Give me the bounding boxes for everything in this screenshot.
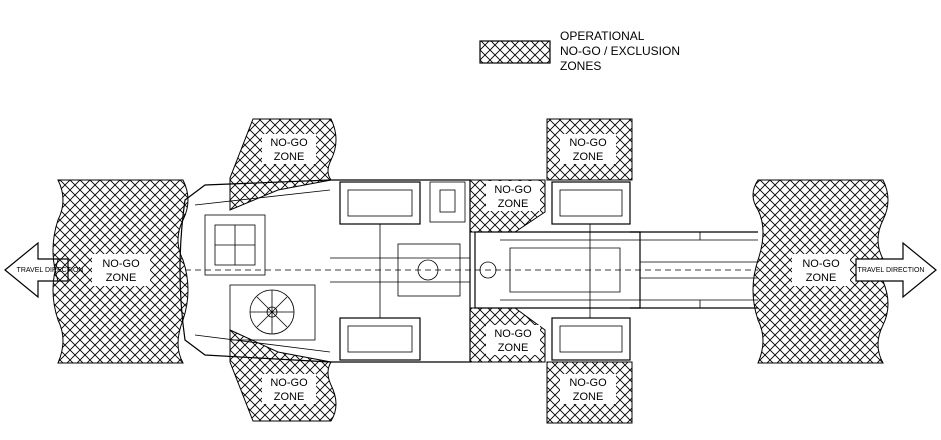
zone-top-front-label-2: ZONE: [573, 151, 604, 163]
zone-bottom-rear-label-2: ZONE: [274, 391, 305, 403]
no-go-zone-right: NO-GO ZONE: [752, 179, 889, 364]
no-go-zone-bottom-rear: NO-GO ZONE: [229, 329, 337, 422]
zone-top-mid-label-1: NO-GO: [494, 184, 532, 196]
zone-left-label-2: ZONE: [106, 272, 137, 284]
no-go-zone-left: NO-GO ZONE: [52, 179, 189, 364]
no-go-zone-top-rear: NO-GO ZONE: [229, 118, 337, 211]
zone-top-rear-label-2: ZONE: [274, 151, 305, 163]
legend-line-3: ZONES: [560, 59, 601, 73]
zone-bottom-front-label-2: ZONE: [573, 391, 604, 403]
zone-left-label-1: NO-GO: [102, 258, 140, 270]
no-go-zone-bottom-front: NO-GO ZONE: [546, 361, 633, 424]
travel-direction-label-right: TRAVEL DIRECTION: [858, 267, 925, 274]
legend: OPERATIONAL NO-GO / EXCLUSION ZONES: [479, 29, 680, 73]
no-go-zone-top-mid: NO-GO ZONE: [469, 179, 546, 233]
loader-machine-outline: [179, 179, 758, 363]
zone-right-label-1: NO-GO: [802, 258, 840, 270]
zone-right-label-2: ZONE: [806, 272, 837, 284]
zone-top-rear-label-1: NO-GO: [270, 137, 308, 149]
zone-bottom-rear-label-1: NO-GO: [270, 377, 308, 389]
zone-bottom-mid-label-1: NO-GO: [494, 328, 532, 340]
no-go-zone-bottom-mid: NO-GO ZONE: [469, 307, 546, 363]
zone-bottom-front-label-1: NO-GO: [569, 377, 607, 389]
legend-line-1: OPERATIONAL: [560, 29, 645, 43]
zone-top-mid-label-2: ZONE: [498, 198, 529, 210]
legend-hatch-swatch: [479, 40, 551, 64]
zone-top-front-label-1: NO-GO: [569, 137, 607, 149]
zone-bottom-mid-label-2: ZONE: [498, 342, 529, 354]
travel-direction-label-left: TRAVEL DIRECTION: [17, 267, 84, 274]
legend-line-2: NO-GO / EXCLUSION: [560, 44, 680, 58]
no-go-zone-top-front: NO-GO ZONE: [546, 118, 633, 181]
